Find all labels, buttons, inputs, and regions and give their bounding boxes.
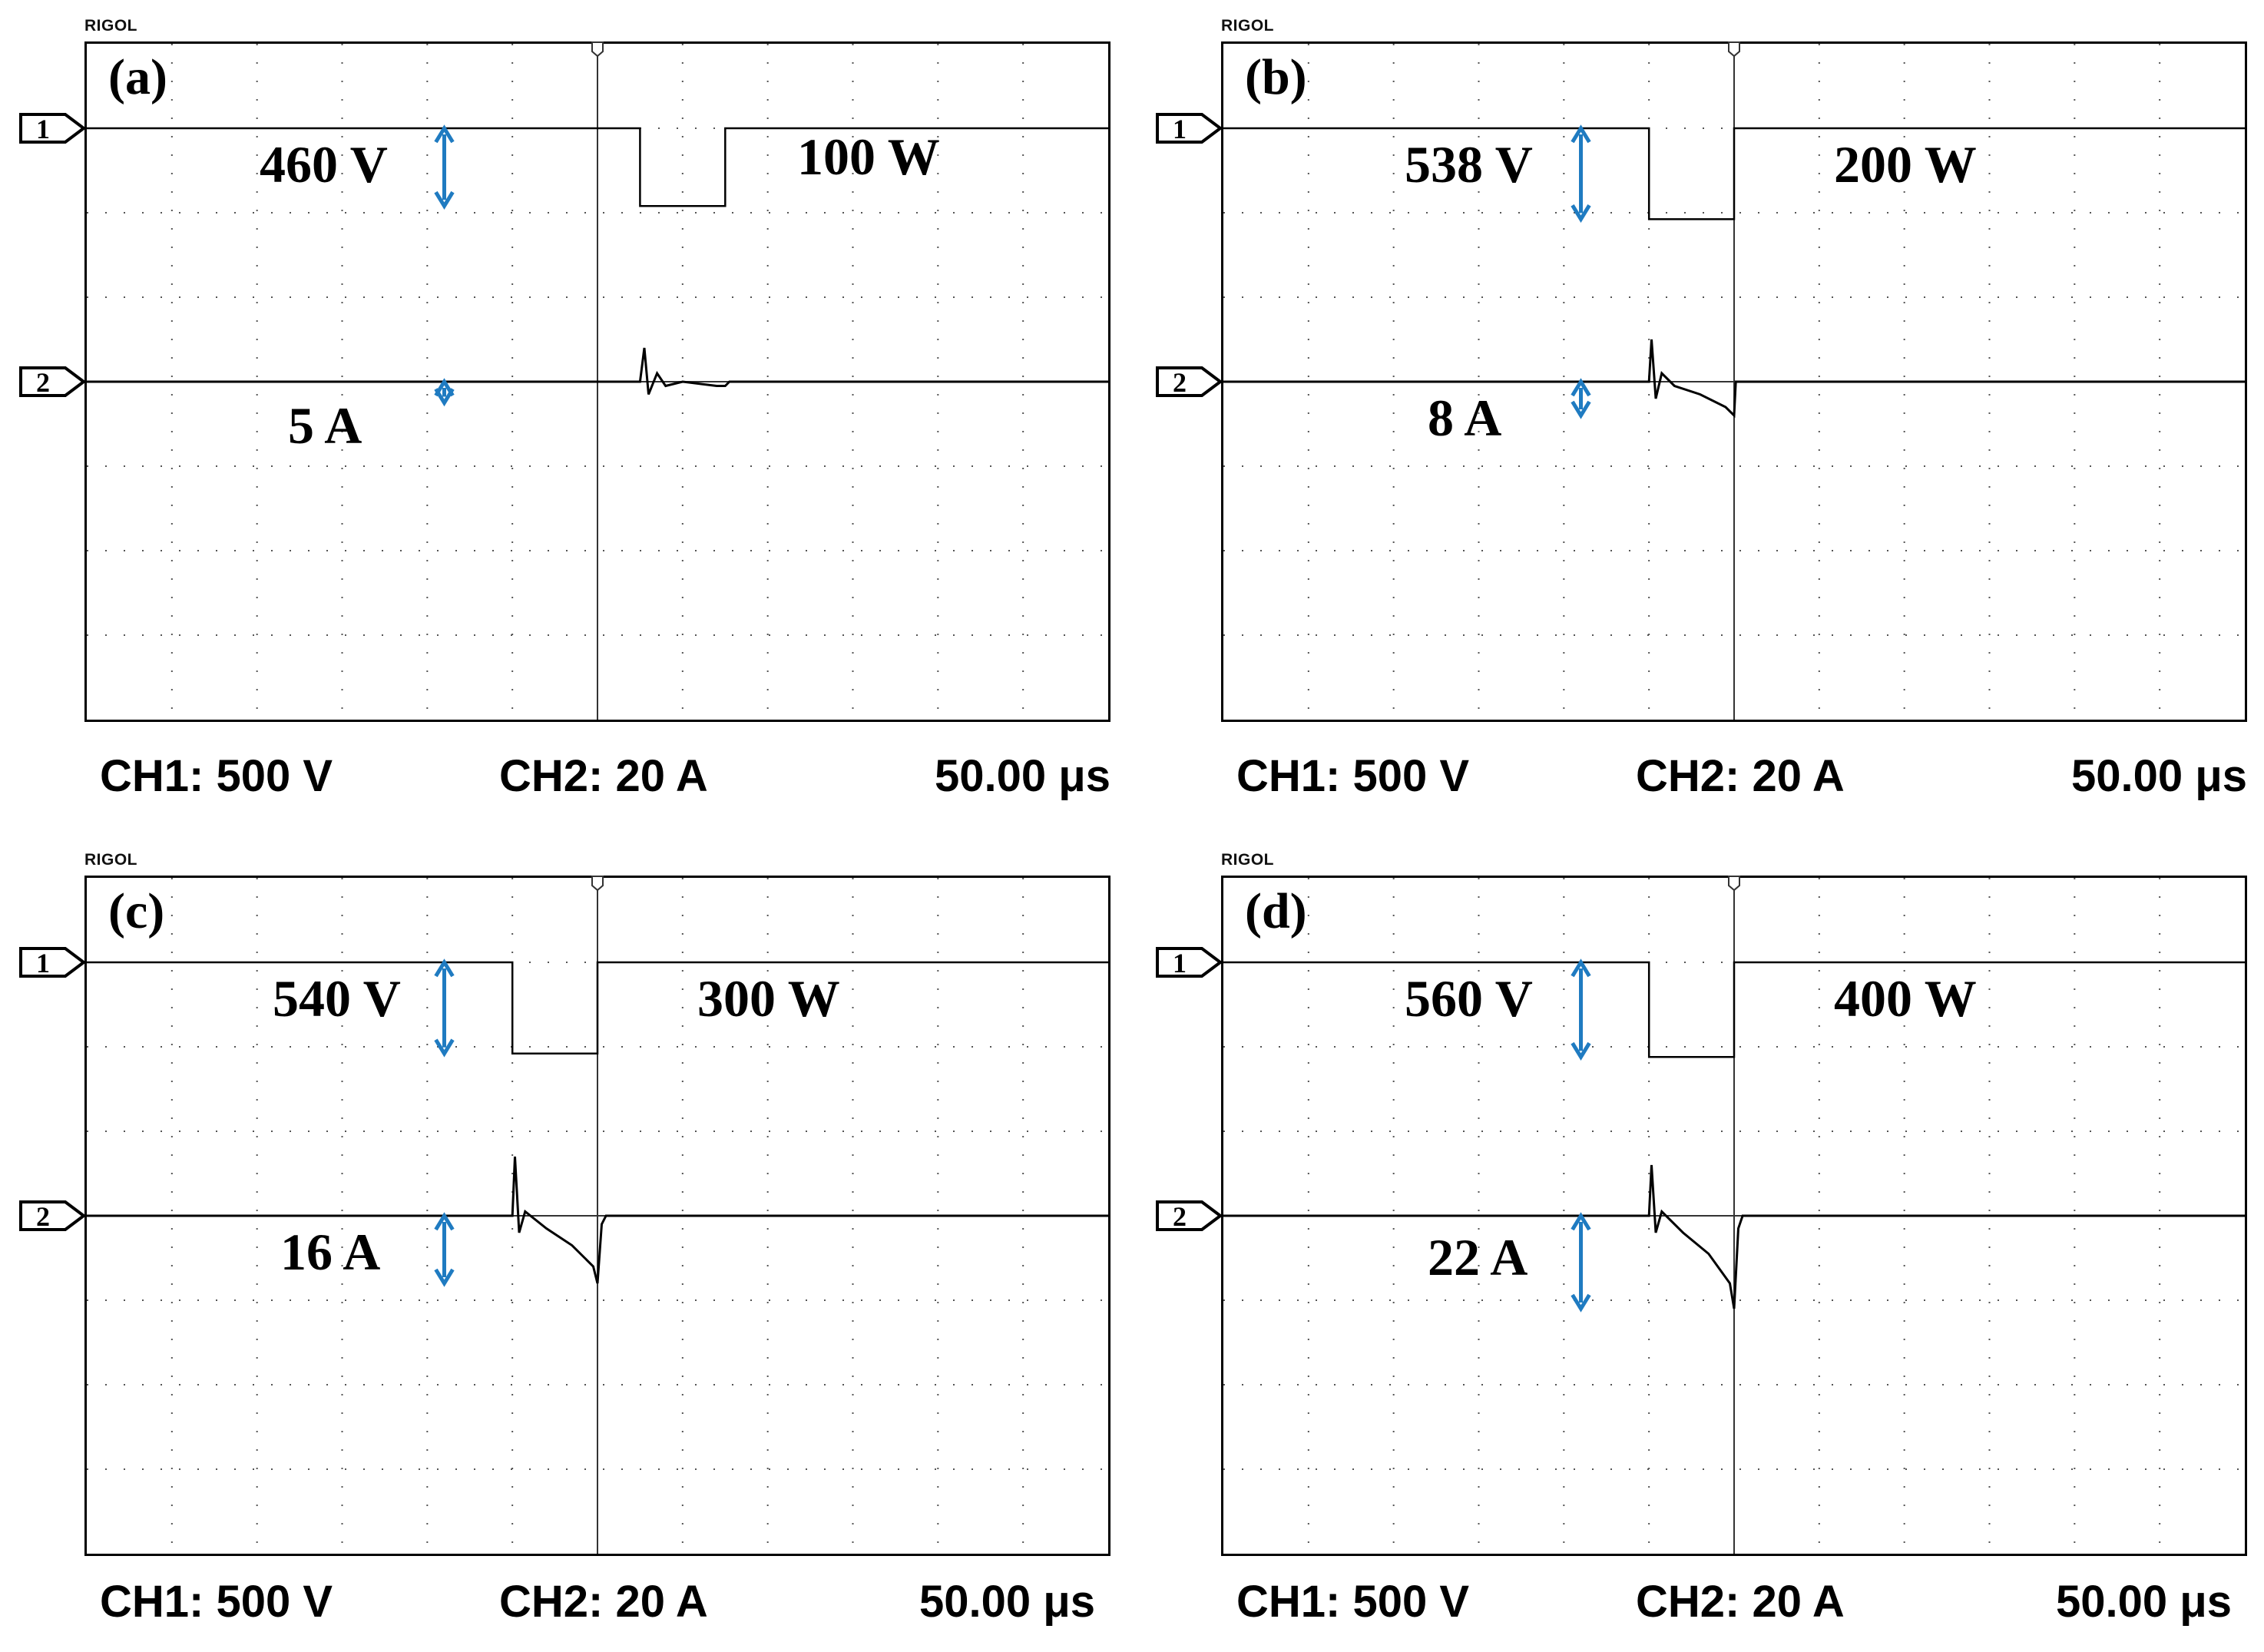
ch1-scale: CH1: 500 V <box>100 1577 333 1627</box>
panel-label: (b) <box>1245 49 1307 105</box>
trigger-marker-icon <box>591 876 604 892</box>
current-arrow-icon <box>1571 1212 1591 1313</box>
ch1-scale: CH1: 500 V <box>100 751 333 801</box>
time-scale: 50.00 μs <box>935 751 1110 801</box>
ch1-waveform <box>87 127 1108 207</box>
trigger-marker-icon <box>1728 41 1740 58</box>
ch1-marker-icon: 1 <box>1156 113 1223 144</box>
ch1-scale: CH1: 500 V <box>1236 1577 1470 1627</box>
channel-number: 2 <box>1173 1201 1187 1232</box>
voltage-arrow-icon <box>1571 124 1591 223</box>
voltage-arrow-icon <box>434 124 455 210</box>
voltage-label: 538 V <box>1405 135 1533 194</box>
current-label: 16 A <box>280 1223 381 1281</box>
scope-footer: CH1: 500 V CH2: 20 A 50.00 μs <box>84 1576 1110 1637</box>
current-arrow-icon <box>1571 378 1591 419</box>
time-scale: 50.00 μs <box>919 1577 1095 1627</box>
ch1-waveform <box>1223 127 2245 220</box>
power-label: 400 W <box>1834 969 1977 1028</box>
power-label: 100 W <box>797 127 940 186</box>
ch1-waveform <box>1223 961 2245 1058</box>
scope-footer: CH1: 500 V CH2: 20 A 50.00 μs <box>1221 750 2247 812</box>
voltage-label: 540 V <box>273 969 401 1028</box>
scope-footer: CH1: 500 V CH2: 20 A 50.00 μs <box>84 750 1110 812</box>
current-label: 5 A <box>288 396 362 455</box>
ch2-scale: CH2: 20 A <box>499 1577 708 1627</box>
waveform-plot: 12 <box>19 41 1108 720</box>
trigger-marker-icon <box>1728 876 1740 892</box>
power-label: 200 W <box>1834 135 1977 194</box>
voltage-label: 560 V <box>1405 969 1533 1028</box>
ch2-marker-icon: 2 <box>19 1200 87 1232</box>
channel-number: 1 <box>1173 114 1187 144</box>
current-label: 8 A <box>1428 389 1502 447</box>
panel-label: (d) <box>1245 883 1307 939</box>
current-arrow-icon <box>434 1212 455 1287</box>
ch1-waveform <box>87 961 1108 1055</box>
brand-label: RIGOL <box>1221 851 1274 869</box>
waveform-plot: 12 <box>1156 876 2245 1554</box>
current-label: 22 A <box>1428 1228 1528 1286</box>
panel-label: (c) <box>108 883 165 939</box>
ch2-waveform <box>87 347 1108 396</box>
channel-number: 2 <box>36 1201 50 1232</box>
voltage-arrow-icon <box>1571 958 1591 1061</box>
ch2-scale: CH2: 20 A <box>499 751 708 801</box>
current-arrow-icon <box>434 378 455 407</box>
panel-label: (a) <box>108 49 167 105</box>
power-label: 300 W <box>697 969 840 1028</box>
ch1-scale: CH1: 500 V <box>1236 751 1470 801</box>
time-scale: 50.00 μs <box>2056 1577 2232 1627</box>
scope-footer: CH1: 500 V CH2: 20 A 50.00 μs <box>1221 1576 2247 1637</box>
brand-label: RIGOL <box>84 851 137 869</box>
ch2-scale: CH2: 20 A <box>1636 751 1845 801</box>
voltage-arrow-icon <box>434 958 455 1058</box>
ch1-marker-icon: 1 <box>19 113 87 144</box>
ch2-marker-icon: 2 <box>1156 1200 1223 1232</box>
brand-label: RIGOL <box>84 17 137 35</box>
ch2-scale: CH2: 20 A <box>1636 1577 1845 1627</box>
ch2-marker-icon: 2 <box>19 366 87 398</box>
channel-number: 1 <box>36 948 50 978</box>
waveform-plot: 12 <box>1156 41 2245 720</box>
ch2-waveform <box>1223 339 2245 419</box>
voltage-label: 460 V <box>260 135 388 194</box>
ch1-marker-icon: 1 <box>19 947 87 978</box>
ch2-waveform <box>87 1156 1108 1284</box>
trigger-marker-icon <box>591 41 604 58</box>
ch1-marker-icon: 1 <box>1156 947 1223 978</box>
waveform-plot: 12 <box>19 876 1108 1554</box>
brand-label: RIGOL <box>1221 17 1274 35</box>
channel-number: 1 <box>1173 948 1187 978</box>
time-scale: 50.00 μs <box>2071 751 2247 801</box>
channel-number: 2 <box>1173 367 1187 398</box>
ch2-waveform <box>1223 1164 2245 1309</box>
channel-number: 2 <box>36 367 50 398</box>
ch2-marker-icon: 2 <box>1156 366 1223 398</box>
channel-number: 1 <box>36 114 50 144</box>
